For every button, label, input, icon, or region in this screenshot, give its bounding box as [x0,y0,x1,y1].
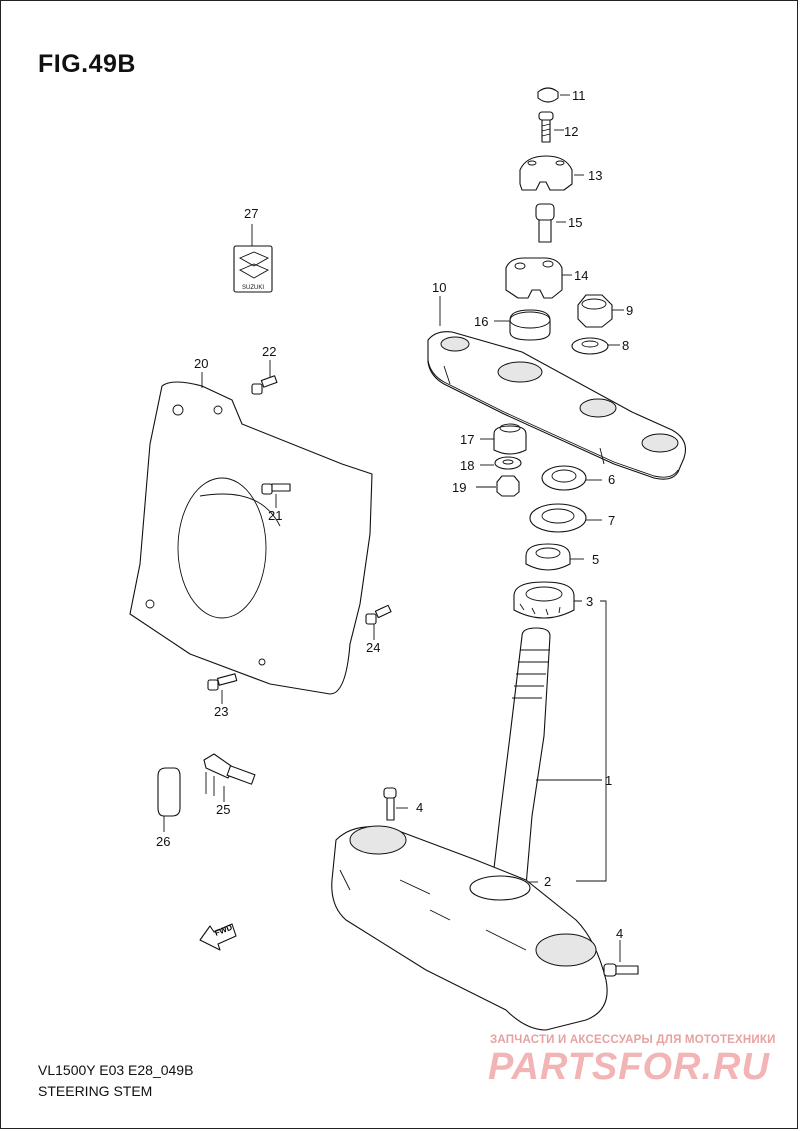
part-lock-nut-6 [541,465,587,491]
emblem-suzuki-label: SUZUKI [242,285,264,291]
part-lower-clamp [505,257,563,299]
fwd-direction-marker: FWD [199,923,237,951]
part-bolt-23 [207,673,238,691]
part-bolt-15 [535,203,555,243]
callout-21: 21 [268,508,282,523]
callout-18: 18 [460,458,474,473]
callout-9: 9 [626,303,633,318]
callout-17: 17 [460,432,474,447]
callout-11: 11 [572,88,586,103]
watermark-logo: PARTSFOR.RU [488,1046,770,1088]
callout-10: 10 [432,280,446,295]
part-nut-19 [496,475,520,497]
callout-13: 13 [588,168,602,183]
part-bolt-4-upper [383,787,397,821]
callout-8: 8 [622,338,629,353]
callout-4-lower: 4 [616,926,623,941]
part-clamp [519,155,573,191]
callout-14: 14 [574,268,588,283]
callout-22: 22 [262,344,276,359]
part-bolt-24 [365,604,392,625]
figure-title: FIG.49B [38,50,136,78]
callout-3: 3 [586,594,593,609]
part-cap [537,87,559,103]
part-lower-bracket [331,825,608,1031]
part-bolt-12 [538,111,554,143]
part-bolt-4-lower [603,963,639,977]
callout-16: 16 [474,314,488,329]
part-steering-stem [491,627,551,887]
part-washer-8 [571,337,609,355]
callout-25: 25 [216,802,230,817]
part-nut-9 [577,294,613,328]
callout-2: 2 [544,874,551,889]
part-emblem-27: SUZUKI [233,245,273,293]
leader-lines [163,94,624,962]
callout-26: 26 [156,834,170,849]
callout-24: 24 [366,640,380,655]
figure-name: STEERING STEM [38,1083,153,1099]
part-upper-bracket [427,331,687,480]
callout-7: 7 [608,513,615,528]
watermark-tagline: ЗАПЧАСТИ И АКСЕССУАРЫ ДЛЯ МОТОТЕХНИКИ [490,1034,776,1046]
callout-20: 20 [194,356,208,371]
part-cover-20 [129,381,373,695]
callout-12: 12 [564,124,578,139]
part-bearing-5 [525,543,571,571]
callout-1: 1 [605,773,612,788]
callout-23: 23 [214,704,228,719]
callout-27: 27 [244,206,258,221]
part-bearing-3 [513,581,575,619]
callout-19: 19 [452,480,466,495]
part-stem-nut-17 [493,423,527,455]
part-washer-18 [494,456,522,470]
part-bolt-21 [261,483,291,495]
part-clip-26 [157,767,181,817]
callout-15: 15 [568,215,582,230]
model-code: VL1500Y E03 E28_049B [38,1062,194,1078]
part-bolt-22 [251,375,278,395]
callout-5: 5 [592,552,599,567]
callout-4-upper: 4 [416,800,423,815]
callout-6: 6 [608,472,615,487]
part-lock-25 [203,753,256,796]
part-dust-seal-7 [529,503,587,533]
callout-labels: 1 2 3 4 4 5 6 7 8 9 10 11 12 13 14 15 16… [156,88,633,941]
part-spacer-16 [509,309,551,341]
